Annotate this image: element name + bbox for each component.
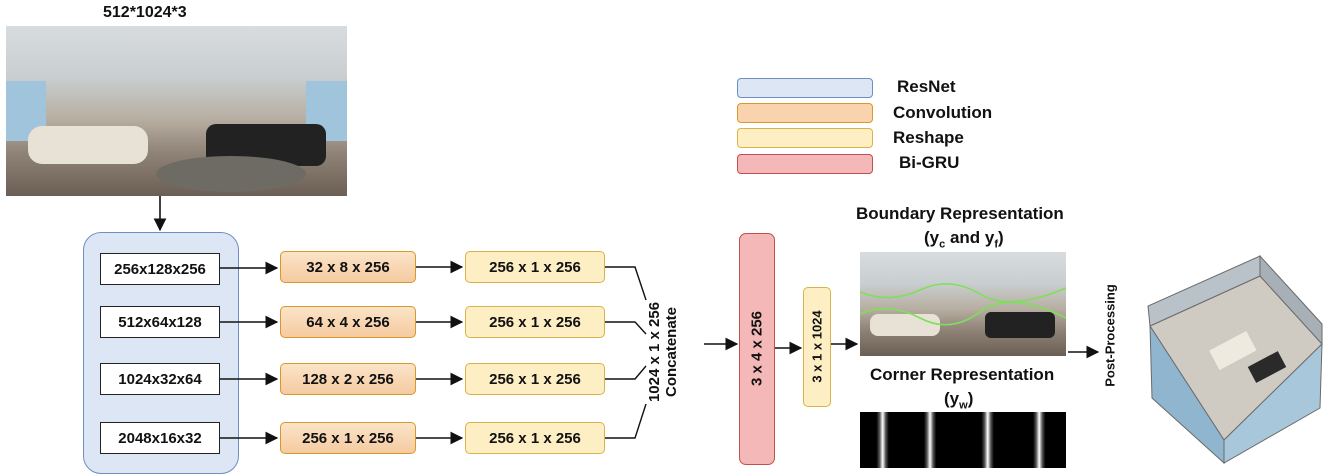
corner-sub-w: w [959,399,968,412]
reshape-out-box [803,287,831,407]
boundary-subtitle: (yc and yf) [924,228,1004,250]
boundary-sub-c: c [939,238,946,251]
boundary-ceiling-line [860,283,1066,303]
legend-label-bigru: Bi-GRU [899,153,960,172]
panorama-rug [156,156,306,192]
input-size-label: 512*1024*3 [103,4,187,21]
room-table [1247,351,1287,383]
legend-swatch-resnet [737,78,873,98]
corner-sub-open: (y [944,389,960,408]
boundary-sub-close: ) [998,228,1004,247]
corner-subtitle: (yw) [944,389,973,411]
reshape-box-2: 256 x 1 x 256 [465,306,605,338]
resnet-feature-2: 512x64x128 [100,306,220,338]
corner-heatmap-image [860,412,1066,468]
input-panorama-image [6,26,347,196]
line-reshape-2-to-concat [605,321,647,335]
room-wall-front [1223,342,1323,464]
conv-box-1: 32 x 8 x 256 [280,251,416,283]
boundary-floor-line [860,301,1066,326]
boundary-lines [860,283,1066,326]
resnet-feature-4: 2048x16x32 [100,422,220,454]
legend-label-reshape: Reshape [893,128,964,147]
resnet-feature-3: 1024x32x64 [100,363,220,395]
panorama-sofa [28,126,148,164]
legend-swatch-bigru [737,154,873,174]
boundary-sub-and: and y [945,228,995,247]
legend-label-convolution: Convolution [893,103,993,122]
line-reshape-1-to-concat [605,266,647,301]
room-layout-svg [1147,254,1323,465]
corner-title: Corner Representation [870,365,1055,384]
conv-box-4: 256 x 1 x 256 [280,422,416,454]
reshape-box-1: 256 x 1 x 256 [465,251,605,283]
reshape-box-4: 256 x 1 x 256 [465,422,605,454]
legend-label-resnet: ResNet [897,77,956,96]
line-reshape-3-to-concat [605,365,647,380]
boundary-panorama-image [860,252,1066,356]
legend-swatch-convolution [737,103,873,123]
room-wall-right [1259,254,1323,346]
boundary-pano-table [985,312,1055,338]
boundary-sub-open: (y [924,228,940,247]
reshape-box-3: 256 x 1 x 256 [465,363,605,395]
boundary-title: Boundary Representation [856,204,1064,223]
room-layout-3d-image [1132,248,1324,466]
boundary-sub-f: f [994,238,999,251]
resnet-feature-1: 256x128x256 [100,253,220,285]
legend-swatch-reshape [737,128,873,148]
conv-box-2: 64 x 4 x 256 [280,306,416,338]
room-sofa [1209,330,1257,371]
conv-box-3: 128 x 2 x 256 [280,363,416,395]
bigru-box [739,233,775,465]
corner-sub-close: ) [967,389,974,408]
line-reshape-4-to-concat [605,403,647,439]
